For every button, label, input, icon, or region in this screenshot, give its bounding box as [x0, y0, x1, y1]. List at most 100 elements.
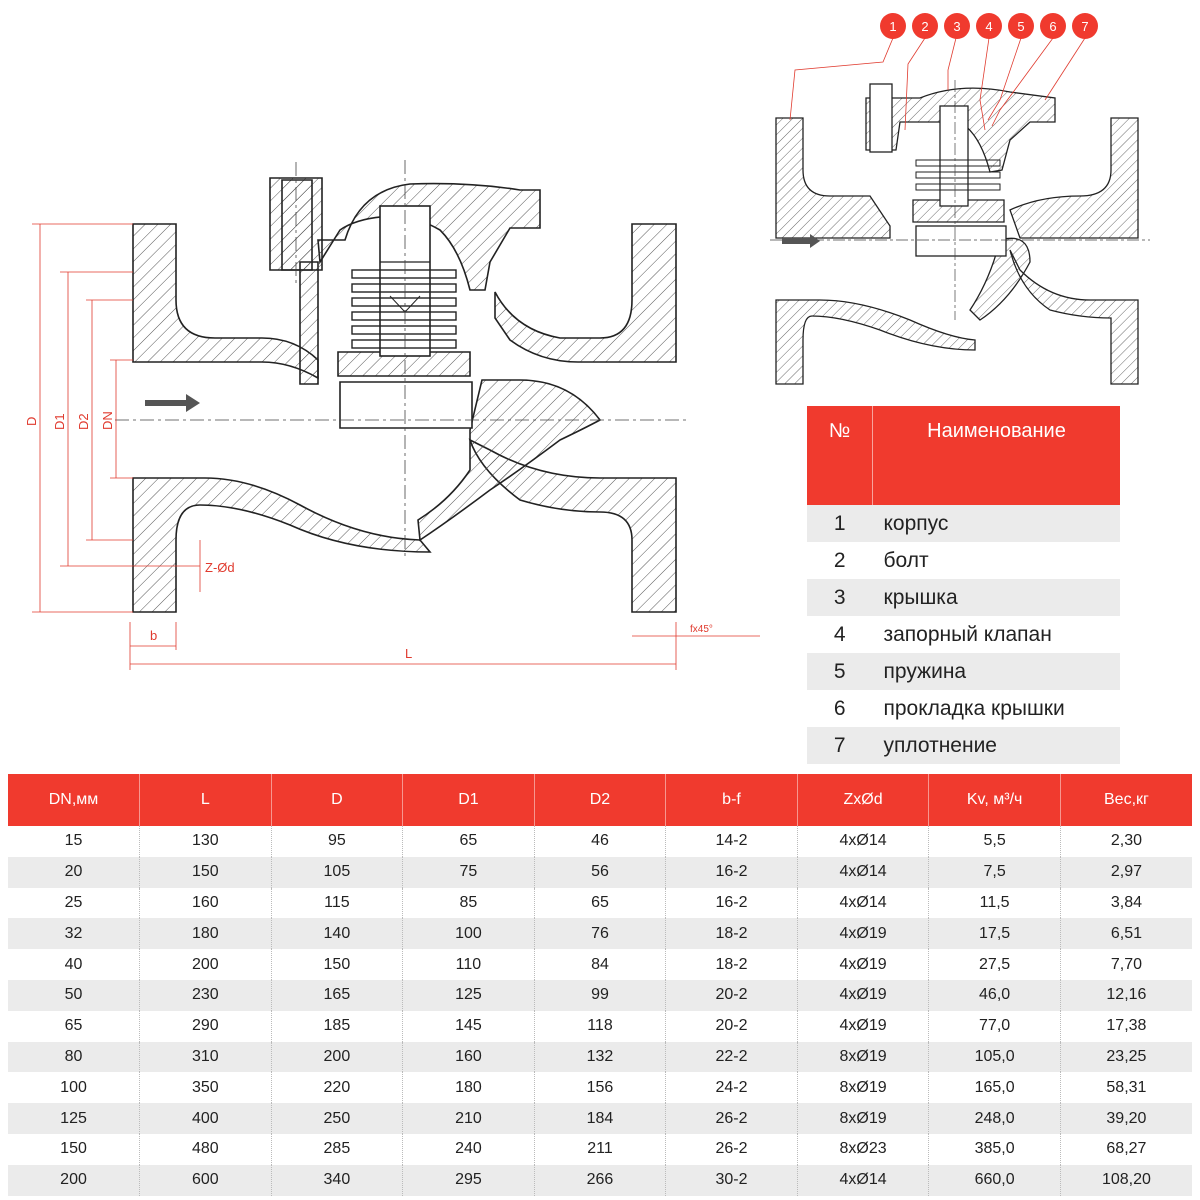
table-cell: 165 [270, 979, 403, 1011]
table-cell: 248,0 [928, 1103, 1061, 1134]
table-cell: 4хØ19 [796, 918, 929, 950]
part-number: 3 [807, 579, 873, 616]
table-cell: 22-2 [665, 1041, 798, 1073]
part-name: корпус [872, 505, 1120, 542]
table-cell: 2,30 [1059, 826, 1192, 857]
part-name: болт [883, 548, 929, 572]
table-cell: 8хØ19 [796, 1041, 929, 1073]
table-cell: 4хØ14 [796, 856, 929, 888]
table-cell: 266 [533, 1164, 666, 1196]
table-cell: 84 [533, 949, 666, 980]
table-cell: 230 [139, 979, 272, 1011]
table-cell: 16-2 [665, 856, 798, 888]
table-cell: 185 [270, 1010, 403, 1042]
table-cell: 220 [270, 1072, 403, 1104]
table-cell: 160 [139, 887, 272, 919]
table-cell: 4хØ19 [796, 979, 929, 1011]
dim-label-zod: Z-Ød [205, 560, 235, 575]
table-cell: 156 [533, 1072, 666, 1104]
table-cell: 20-2 [665, 1010, 798, 1042]
table-cell: 105,0 [928, 1041, 1061, 1073]
table-cell: 5,5 [928, 826, 1061, 857]
table-cell: 58,31 [1059, 1072, 1192, 1104]
table-cell: 125 [8, 1103, 140, 1134]
dim-label-d: D [24, 417, 39, 426]
callout-markers: 1 2 3 4 5 6 7 [880, 13, 1098, 39]
part-number: 5 [807, 653, 873, 690]
table-cell: 14-2 [665, 826, 798, 857]
specs-header: Kv, м³/ч [928, 774, 1061, 826]
specs-table: DN,мм L D D1 D2 b-f ZxØd Kv, м³/ч Вес,кг… [8, 774, 1192, 1196]
part-name: крышка [872, 579, 1120, 616]
table-cell: 85 [402, 887, 535, 919]
parts-header-num: № [807, 406, 873, 505]
table-cell: 184 [533, 1103, 666, 1134]
table-cell: 100 [60, 1078, 87, 1096]
table-cell: 7,5 [928, 856, 1061, 888]
table-cell: 17,38 [1059, 1010, 1192, 1042]
table-cell: 340 [270, 1164, 403, 1196]
table-cell: 100 [402, 918, 535, 950]
table-cell: 180 [139, 918, 272, 950]
table-cell: 17,5 [928, 918, 1061, 950]
table-cell: 290 [139, 1010, 272, 1042]
specs-header: D1 [402, 774, 535, 826]
table-cell: 150 [139, 856, 272, 888]
table-cell: 4хØ14 [796, 1164, 929, 1196]
callout-4: 4 [985, 19, 992, 34]
table-cell: 68,27 [1059, 1133, 1192, 1165]
table-cell: 125 [402, 979, 535, 1011]
table-cell: 99 [533, 979, 666, 1011]
table-cell: 20 [8, 856, 140, 888]
table-cell: 250 [270, 1103, 403, 1134]
table-cell: 20-2 [665, 979, 798, 1011]
table-cell: 8хØ19 [796, 1072, 929, 1104]
callout-3: 3 [953, 19, 960, 34]
table-cell: 50 [8, 979, 140, 1011]
table-cell: 480 [139, 1133, 272, 1165]
specs-header: L [139, 774, 272, 826]
dim-label-dn: DN [100, 411, 115, 430]
table-cell: 8хØ19 [796, 1103, 929, 1134]
table-cell: 108,20 [1059, 1164, 1192, 1196]
table-cell: 56 [533, 856, 666, 888]
valve-section-drawing: D D1 D2 DN Z-Ød b L fx45° [24, 160, 760, 670]
table-cell: 65 [402, 826, 535, 857]
table-cell: 46,0 [928, 979, 1061, 1011]
table-cell: 75 [402, 856, 535, 888]
specs-header-row: DN,мм L D D1 D2 b-f ZxØd Kv, м³/ч Вес,кг [8, 774, 1192, 826]
table-cell: 26-2 [665, 1133, 798, 1165]
table-cell: 4хØ19 [796, 949, 929, 980]
specs-header: DN,мм [8, 774, 140, 826]
table-cell: 2,97 [1059, 856, 1192, 888]
part-name: запорный клапан [883, 622, 1052, 646]
table-cell: 65 [64, 1017, 83, 1035]
table-cell: 660,0 [928, 1164, 1061, 1196]
specs-header: b-f [665, 774, 798, 826]
table-cell: 200 [270, 1041, 403, 1073]
valve-callout-drawing: 1 2 3 4 5 6 7 [770, 13, 1150, 385]
table-cell: 165,0 [928, 1072, 1061, 1104]
specs-header: D [270, 774, 403, 826]
table-cell: 77,0 [928, 1010, 1061, 1042]
callout-5: 5 [1017, 19, 1024, 34]
specs-header: ZxØd [796, 774, 929, 826]
specs-header: D2 [533, 774, 666, 826]
table-cell: 200 [139, 949, 272, 980]
part-number: 6 [833, 696, 846, 720]
table-cell: 310 [139, 1041, 272, 1073]
table-cell: 32 [8, 918, 140, 950]
table-cell: 18-2 [665, 918, 798, 950]
table-cell: 25 [64, 893, 83, 911]
table-cell: 3,84 [1059, 887, 1192, 919]
table-cell: 4хØ14 [796, 826, 929, 857]
